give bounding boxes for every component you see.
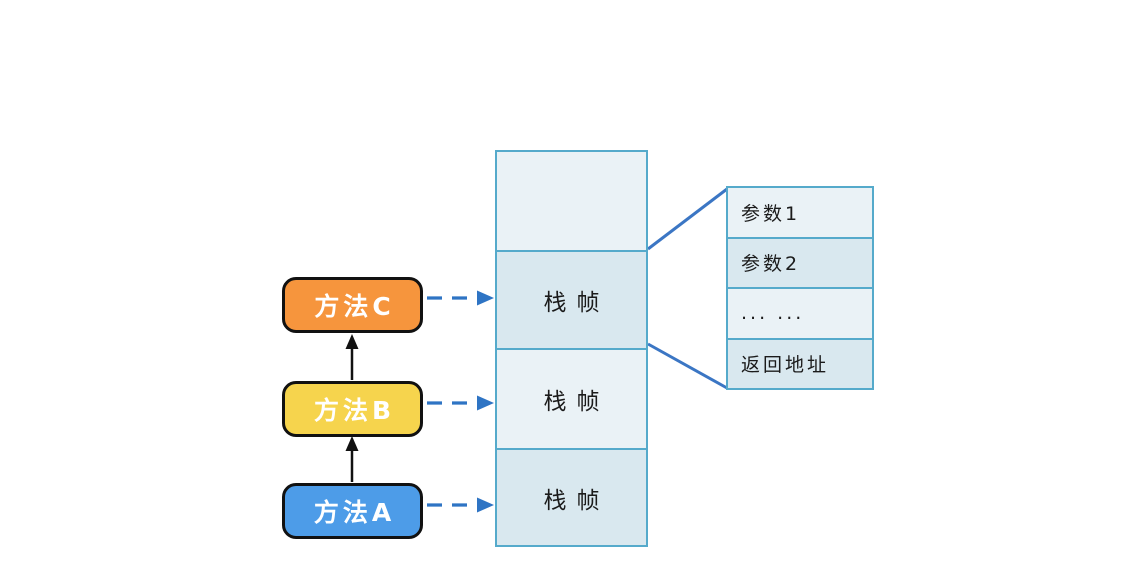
stack-cell-frame-b: 栈帧 <box>497 348 646 448</box>
frame-detail-box: 参数1 参数2 ... ... 返回地址 <box>726 186 874 390</box>
detail-row-return-address: 返回地址 <box>728 337 872 388</box>
method-box-b: 方法B <box>282 381 423 437</box>
method-a-label: 方法A <box>313 498 396 527</box>
stack-frame-label: 栈帧 <box>543 389 610 415</box>
stack-column: 栈帧 栈帧 栈帧 <box>495 150 648 547</box>
method-box-a: 方法A <box>282 483 423 539</box>
stack-frame-label: 栈帧 <box>543 487 610 514</box>
detail-row-label: 返回地址 <box>741 354 830 377</box>
frame-pointer-arrow-b <box>427 395 494 411</box>
call-arrow-a-to-b <box>345 436 359 482</box>
detail-row-param1: 参数1 <box>728 188 872 237</box>
expand-line-top <box>647 187 728 251</box>
frame-pointer-arrow-a <box>427 497 494 513</box>
stack-cell-empty <box>497 152 646 250</box>
detail-row-label: ... ... <box>741 302 805 325</box>
method-c-label: 方法C <box>314 292 395 321</box>
stack-cell-frame-c: 栈帧 <box>497 250 646 348</box>
expand-line-bottom <box>647 342 728 390</box>
detail-row-param2: 参数2 <box>728 236 872 287</box>
method-b-label: 方法B <box>313 396 396 425</box>
method-box-c: 方法C <box>282 277 423 333</box>
frame-pointer-arrow-c <box>427 290 494 306</box>
stack-cell-frame-a: 栈帧 <box>497 448 646 545</box>
detail-row-ellipsis: ... ... <box>728 287 872 338</box>
detail-row-label: 参数2 <box>741 253 801 276</box>
call-arrow-b-to-c <box>345 334 359 380</box>
detail-row-label: 参数1 <box>741 202 801 225</box>
stack-frame-label: 栈帧 <box>543 290 610 316</box>
